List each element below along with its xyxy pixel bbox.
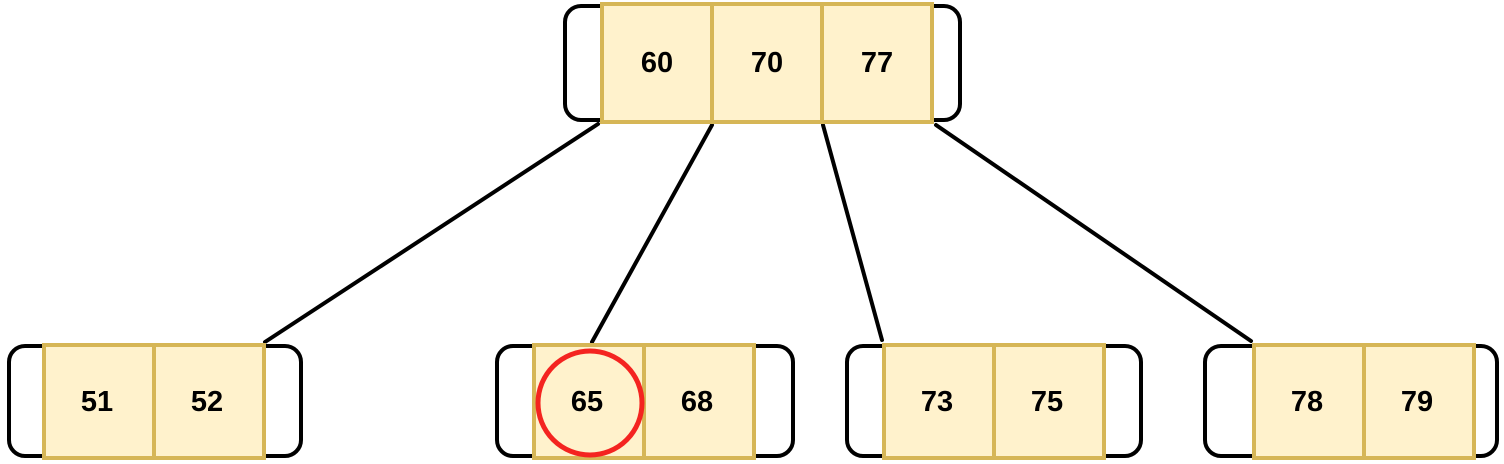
key-cell — [42, 343, 156, 460]
key-value: 65 — [571, 386, 603, 418]
key-value: 73 — [921, 386, 953, 418]
key-value: 75 — [1031, 386, 1063, 418]
tree-edge-root-leaf-0 — [263, 122, 600, 344]
key-value: 60 — [641, 47, 673, 79]
key-cell — [1362, 343, 1476, 460]
tree-edges — [263, 122, 1253, 344]
key-cell — [820, 2, 934, 124]
key-value: 79 — [1401, 386, 1433, 418]
key-value: 78 — [1291, 386, 1323, 418]
key-value: 70 — [751, 47, 783, 79]
tree-node-leaf-3: 78 79 — [1203, 343, 1499, 460]
key-value: 51 — [81, 386, 113, 418]
key-cell — [992, 343, 1106, 460]
tree-edge-root-leaf-3 — [934, 123, 1253, 343]
key-value: 52 — [191, 386, 223, 418]
key-value: 68 — [681, 386, 713, 418]
key-cell — [642, 343, 756, 460]
tree-node-root: 60 70 77 — [563, 2, 962, 124]
tree-node-leaf-0: 51 52 — [7, 343, 303, 460]
key-cell — [600, 2, 714, 124]
key-cell — [152, 343, 266, 460]
key-value: 77 — [861, 47, 893, 79]
tree-node-leaf-2: 73 75 — [845, 343, 1143, 460]
tree-edge-root-leaf-1 — [590, 123, 714, 344]
tree-edge-root-leaf-2 — [821, 123, 884, 342]
highlight-circle-65 — [535, 348, 645, 458]
tree-node-leaf-1: 65 68 — [495, 343, 795, 460]
key-cell — [710, 2, 824, 124]
